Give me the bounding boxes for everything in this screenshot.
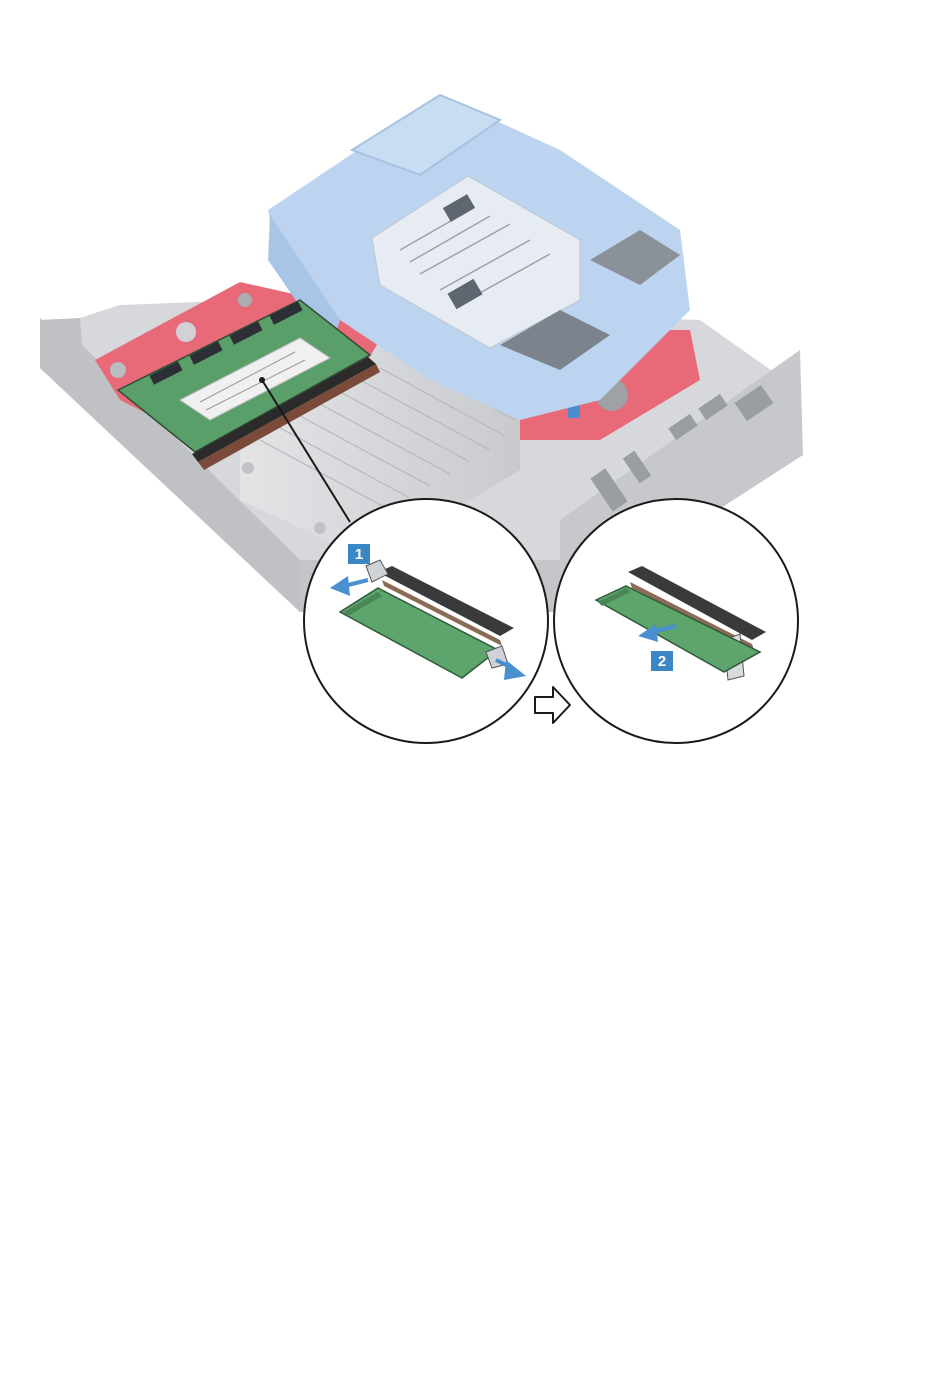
detail-step-2: 2 xyxy=(554,499,798,743)
step-number-2: 2 xyxy=(658,653,666,670)
detail-step-1: 1 xyxy=(304,499,548,743)
callout-anchor xyxy=(259,377,265,383)
step-number-1: 1 xyxy=(355,546,363,563)
hollow-arrow-icon xyxy=(535,687,570,723)
